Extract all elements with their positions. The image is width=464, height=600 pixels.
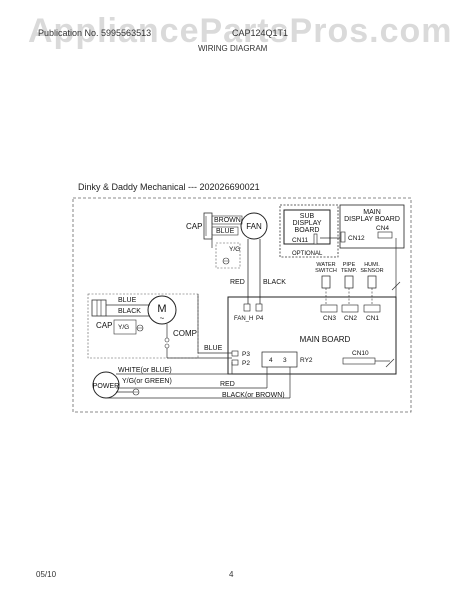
white-or-blue-label: WHITE(or BLUE) xyxy=(118,367,172,374)
sub-display-label-2: DISPLAY xyxy=(292,220,321,227)
water-switch-label-1: WATER xyxy=(316,262,335,268)
water-switch-label-2: SWITCH xyxy=(315,268,337,274)
diagram-frame xyxy=(72,197,412,413)
footer-date: 05/10 xyxy=(36,570,57,579)
p3-label: P3 xyxy=(242,351,250,358)
ground-symbol-top xyxy=(222,257,230,265)
cn4-label: CN4 xyxy=(376,225,389,232)
power-label: POWER xyxy=(93,383,119,390)
pipe-temp-sensor xyxy=(344,275,354,289)
relay-4-label: 4 xyxy=(269,357,273,364)
main-board-label: MAIN BOARD xyxy=(300,335,351,344)
main-board-frame xyxy=(227,296,397,375)
compressor-motor: M ~ xyxy=(147,295,177,325)
pipe-temp-label-2: TEMP. xyxy=(341,268,358,274)
blue-left-label: BLUE xyxy=(118,297,137,304)
relay-3-label: 3 xyxy=(283,357,287,364)
brown-wire-label: BROWN xyxy=(214,217,241,224)
cn10-label: CN10 xyxy=(352,350,369,357)
humi-sensor-label-2: SENSOR xyxy=(360,268,383,274)
motor-m-label: M xyxy=(157,303,166,315)
p2-label: P2 xyxy=(242,360,250,367)
footer-page-number: 4 xyxy=(229,570,234,579)
watermark: AppliancePartsPros.com xyxy=(28,12,453,50)
fan-h-label: FAN_H xyxy=(234,316,253,322)
model-number: CAP124Q1T1 xyxy=(232,28,289,38)
water-switch-sensor xyxy=(321,275,331,289)
cn2-label: CN2 xyxy=(344,315,357,322)
main-display-label-1: MAIN xyxy=(363,209,381,216)
red-bottom-label: RED xyxy=(220,381,235,388)
cap-top-label: CAP xyxy=(186,222,202,231)
cn3-label: CN3 xyxy=(323,315,336,322)
red-wire-label: RED xyxy=(230,279,245,286)
black-left-label: BLACK xyxy=(118,308,141,315)
power-plug: POWER xyxy=(92,371,120,399)
fan-capacitor xyxy=(203,212,213,240)
ry2-label: RY2 xyxy=(300,357,313,364)
black-wire-label: BLACK xyxy=(263,279,286,286)
cn12-label: CN12 xyxy=(348,235,365,242)
blue-top-label: BLUE xyxy=(216,228,235,235)
humi-sensor-label-1: HUMI. xyxy=(364,262,380,268)
yg-or-green-label: Y/G(or GREEN) xyxy=(122,378,172,385)
comp-label: COMP xyxy=(173,329,197,338)
diagram-caption: Dinky & Daddy Mechanical --- 20202669002… xyxy=(78,182,260,192)
fan-motor: FAN xyxy=(240,212,268,240)
ground-symbol-power xyxy=(132,388,140,396)
page-title: WIRING DIAGRAM xyxy=(198,44,268,53)
sub-display-label-1: SUB xyxy=(300,213,315,220)
main-display-label-2: DISPLAY BOARD xyxy=(344,216,400,223)
pipe-temp-label-1: PIPE xyxy=(343,262,356,268)
yg-left-label: Y/G xyxy=(118,324,129,331)
motor-tilde-label: ~ xyxy=(160,314,165,323)
fan-label: FAN xyxy=(246,222,262,231)
cap-left-label: CAP xyxy=(96,321,112,330)
ground-symbol-comp xyxy=(136,324,144,332)
cn1-label: CN1 xyxy=(366,315,379,322)
publication-number: Publication No. 5995563513 xyxy=(38,28,152,38)
compressor-capacitor xyxy=(91,299,107,317)
p4-label: P4 xyxy=(256,316,264,322)
cn11-label: CN11 xyxy=(292,237,309,244)
sub-display-label-3: BOARD xyxy=(295,227,320,234)
sub-display-board-frame xyxy=(279,204,339,258)
optional-label: OPTIONAL xyxy=(292,251,323,257)
relay-ry2 xyxy=(261,351,298,368)
yg-top-label: Y/G xyxy=(229,246,240,253)
black-or-brown-label: BLACK(or BROWN) xyxy=(222,392,285,399)
blue-mid-label: BLUE xyxy=(204,345,223,352)
humi-sensor xyxy=(367,275,377,289)
